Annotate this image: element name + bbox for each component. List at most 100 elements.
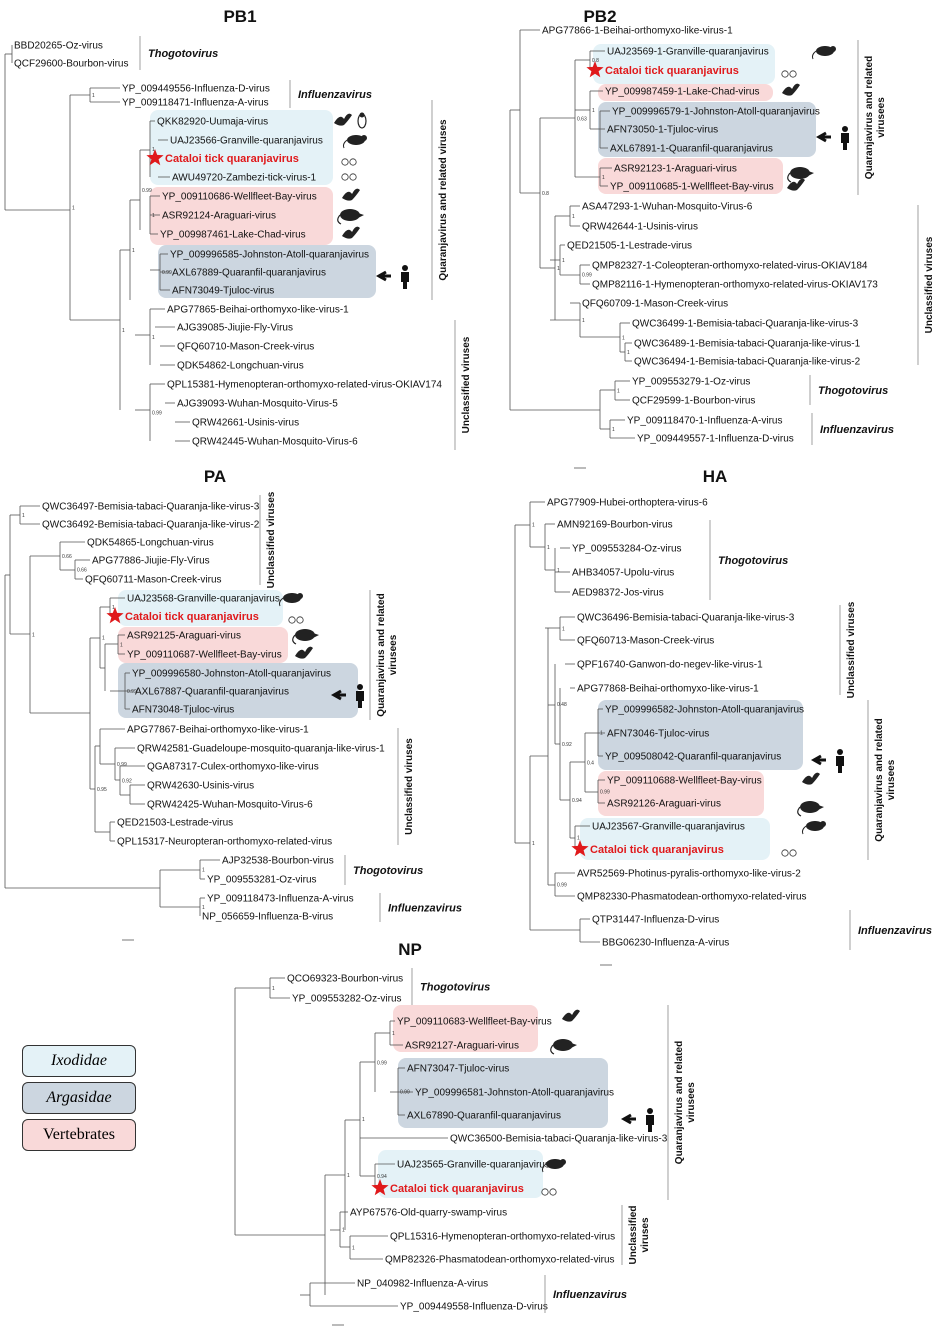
bootstrap-value: 1 xyxy=(557,568,560,574)
human-icon xyxy=(815,126,849,150)
human-icon xyxy=(375,265,409,289)
ixodidae-box xyxy=(118,590,283,626)
leaf-label-aed98372-jos-virus: AED98372-Jos-virus xyxy=(572,588,664,599)
argasidae-box xyxy=(598,700,803,770)
panel-title-pa: PA xyxy=(204,467,226,486)
vertebrates-box xyxy=(598,158,783,194)
panel-title-np: NP xyxy=(398,940,422,959)
bird-icon xyxy=(802,772,820,785)
leaf-label-asr92126-araguari-virus: ASR92126-Araguari-virus xyxy=(607,799,721,810)
tick-icon xyxy=(341,173,349,181)
bootstrap-value: 1 xyxy=(102,636,105,642)
leaf-label-qwc36497-bemisia-tabaci-quaranja-like-virus-3: QWC36497-Bemisia-tabaci-Quaranja-like-vi… xyxy=(42,502,260,513)
bootstrap-value: 0.48 xyxy=(557,702,567,708)
bootstrap-value: 0.99 xyxy=(152,411,162,417)
clade-label: Unclassified viruses xyxy=(266,491,277,588)
leaf-label-yp-009987461-lake-chad-virus: YP_009987461-Lake-Chad-virus xyxy=(160,230,306,241)
leaf-label-apg77865-beihai-orthomyxo-like-virus-1: APG77865-Beihai-orthomyxo-like-virus-1 xyxy=(167,305,349,316)
bootstrap-value: 0.99 xyxy=(557,883,567,889)
tick-icon xyxy=(781,70,789,78)
leaf-label-qpl15381-hymenopteran-orthomyxo-related-virus-okiav174: QPL15381-Hymenopteran-orthomyxo-related-… xyxy=(167,380,442,391)
bootstrap-value: 0.99 xyxy=(377,1061,387,1067)
leaf-label-cataloi: Cataloi tick quaranjavirus xyxy=(125,611,259,623)
tick-icon xyxy=(288,616,296,624)
bootstrap-value: 1 xyxy=(532,841,535,847)
bootstrap-value: 1 xyxy=(562,627,565,633)
vertebrates-box xyxy=(598,84,773,101)
tree-labels: PB1BBD20265-Oz-virusQCF29600-Bourbon-vir… xyxy=(14,7,878,1313)
bootstrap-value: 1 xyxy=(612,427,615,433)
clade-label: Thogotovirus xyxy=(818,385,888,397)
leaf-label-afn73049-tjuloc-virus: AFN73049-Tjuloc-virus xyxy=(172,286,274,297)
bootstrap-value: 0.94 xyxy=(572,798,582,804)
leaf-label-qfq60709-1-mason-creek-virus: QFQ60709-1-Mason-Creek-virus xyxy=(582,299,728,310)
leaf-label-yp-009553284-oz-virus: YP_009553284-Oz-virus xyxy=(572,544,682,555)
bootstrap-value: 1 xyxy=(92,93,95,99)
leaf-label-uaj23569-1-granville-quaranjavirus: UAJ23569-1-Granville-quaranjavirus xyxy=(607,47,769,58)
bootstrap-value: 1 xyxy=(547,545,550,551)
ixodidae-box xyxy=(580,818,770,860)
leaf-label-qrw42425-wuhan-mosquito-virus-6: QRW42425-Wuhan-Mosquito-Virus-6 xyxy=(147,800,313,811)
rodent-icon xyxy=(811,46,836,60)
bootstrap-value: 1 xyxy=(120,643,123,649)
argasidae-box xyxy=(158,245,376,298)
bootstrap-value: 0.99 xyxy=(582,273,592,279)
bootstrap-value: 0.92 xyxy=(122,779,132,785)
leaf-label-yp-009553282-oz-virus: YP_009553282-Oz-virus xyxy=(292,994,402,1005)
possum-icon xyxy=(550,1039,577,1055)
leaf-label-axl67887-quaranfil-quaranjavirus: AXL67887-Quaranfil-quaranjavirus xyxy=(135,687,289,698)
leaf-label-asr92123-1-araguari-virus: ASR92123-1-Araguari-virus xyxy=(614,164,737,175)
bootstrap-value: 1 xyxy=(32,633,35,639)
tree-branches xyxy=(4,29,635,1307)
leaf-label-qrw42644-1-usinis-virus: QRW42644-1-Usinis-virus xyxy=(582,222,698,233)
bootstrap-value: 0.99 xyxy=(400,1090,410,1096)
clade-label: Quaranjavirus and relatedvirusees xyxy=(874,718,897,841)
ixodidae-box xyxy=(378,1150,543,1198)
bootstrap-value: 1 xyxy=(112,605,115,611)
argasidae-box xyxy=(398,1058,608,1128)
clade-label: Quaranjavirus and related viruses xyxy=(438,119,449,281)
rodent-icon xyxy=(541,1159,566,1173)
bootstrap-value: 1 xyxy=(600,731,603,737)
leaf-label-yp-009449558-influenza-d-virus: YP_009449558-Influenza-D-virus xyxy=(400,1302,548,1313)
human-icon xyxy=(620,1108,654,1132)
bootstrap-value: 0.99 xyxy=(162,270,172,276)
bird-icon xyxy=(342,226,360,239)
leaf-label-yp-009553279-1-oz-virus: YP_009553279-1-Oz-virus xyxy=(632,377,750,388)
leaf-label-qco69323-bourbon-virus: QCO69323-Bourbon-virus xyxy=(287,974,403,985)
clade-label: Thogotovirus xyxy=(718,555,788,567)
leaf-label-asr92127-araguari-virus: ASR92127-Araguari-virus xyxy=(405,1041,519,1052)
bootstrap-value: 1 xyxy=(562,258,565,264)
clade-label: Unclassified viruses xyxy=(404,738,415,835)
tick-icon xyxy=(349,173,357,181)
clade-label: Thogotovirus xyxy=(148,48,218,60)
legend-ixodidae: Ixodidae xyxy=(22,1045,136,1077)
vertebrates-box xyxy=(393,1005,538,1052)
leaf-label-yp-009996579-1-johnston-atoll-quaranjavirus: YP_009996579-1-Johnston-Atoll-quaranjavi… xyxy=(612,107,820,118)
leaf-label-qpl15316-hymenopteran-orthomyxo-related-virus: QPL15316-Hymenopteran-orthomyxo-related-… xyxy=(390,1232,615,1243)
leaf-label-yp-009449557-1-influenza-d-virus: YP_009449557-1-Influenza-D-virus xyxy=(637,434,794,445)
leaf-label-cataloi: Cataloi tick quaranjavirus xyxy=(605,65,739,77)
bootstrap-value: 1 xyxy=(622,336,625,342)
bootstrap-value: 0.95 xyxy=(97,787,107,793)
bootstrap-value: 0.4 xyxy=(587,761,594,767)
tick-icon xyxy=(541,1188,549,1196)
leaf-label-apg77868-beihai-orthomyxo-like-virus-1: APG77868-Beihai-orthomyxo-like-virus-1 xyxy=(577,684,759,695)
bootstrap-value: 1 xyxy=(572,214,575,220)
clade-label: Unclassified viruses xyxy=(461,336,472,433)
bootstrap-value: 1 xyxy=(582,318,585,324)
leaf-label-qfq60710-mason-creek-virus: QFQ60710-Mason-Creek-virus xyxy=(177,342,314,353)
leaf-label-qmp82330-phasmatodean-orthomyxo-related-virus: QMP82330-Phasmatodean-orthomyxo-related-… xyxy=(577,892,807,903)
legend-argasidae: Argasidae xyxy=(22,1082,136,1114)
bootstrap-value: 0.66 xyxy=(77,568,87,574)
possum-icon xyxy=(337,209,364,225)
bootstrap-value: 1 xyxy=(72,206,75,212)
vertebrates-box xyxy=(118,627,288,663)
penguin-icon xyxy=(357,112,367,129)
clade-label: Influenzavirus xyxy=(388,903,462,915)
leaf-label-qrw42445-wuhan-mosquito-virus-6: QRW42445-Wuhan-Mosquito-Virus-6 xyxy=(192,437,358,448)
star-icon xyxy=(371,1179,389,1196)
leaf-label-yp-009987459-1-lake-chad-virus: YP_009987459-1-Lake-Chad-virus xyxy=(605,87,760,98)
bootstrap-value: 1 xyxy=(592,108,595,114)
rodent-icon xyxy=(342,135,367,149)
